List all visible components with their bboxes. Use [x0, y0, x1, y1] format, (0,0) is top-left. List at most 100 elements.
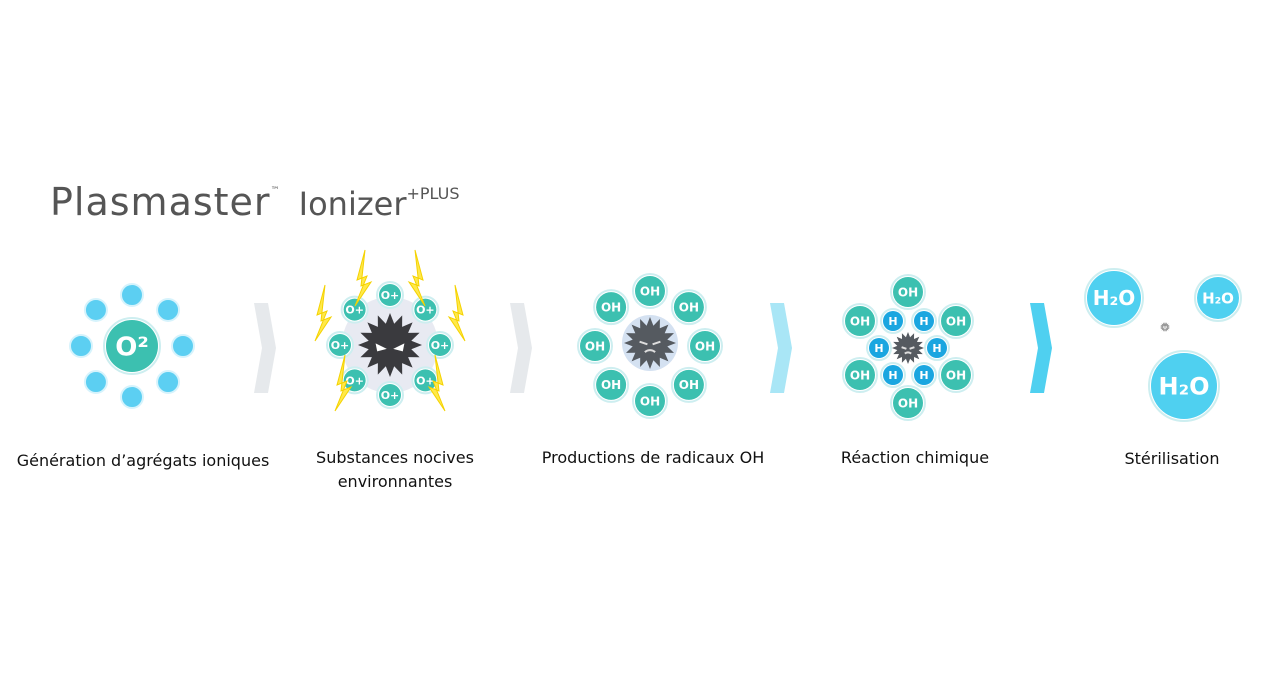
harmful-germ-attacked-icon: O+ O+ O+ O+ O+ O+ O+ O+: [314, 249, 466, 412]
svg-text:H: H: [932, 342, 941, 355]
oh-radical: OH: [632, 273, 668, 309]
brand-name: Plasmaster: [50, 180, 271, 224]
svg-text:H: H: [919, 315, 928, 328]
water-molecules-icon: H₂O H₂O H₂O: [1084, 268, 1242, 422]
svg-text:OH: OH: [601, 300, 621, 314]
germ-fragment-icon: [1160, 322, 1170, 332]
svg-text:OH: OH: [898, 396, 918, 410]
oxygen-ion: O+: [340, 295, 369, 324]
lightning-bolt-icon: [314, 284, 333, 342]
lightning-bolt-icon: [427, 354, 446, 412]
svg-text:H₂O: H₂O: [1202, 289, 1234, 307]
svg-text:OH: OH: [640, 284, 660, 298]
brand-logo: Plasmaster™ Ionizer+PLUS: [50, 180, 460, 224]
oh-radical: OH: [593, 366, 630, 403]
oxygen-ion: O+: [376, 381, 404, 409]
svg-text:OH: OH: [946, 314, 966, 328]
svg-text:OH: OH: [585, 339, 605, 353]
chevron-right-icon: [1030, 303, 1052, 393]
lightning-bolt-icon: [334, 354, 353, 412]
svg-text:O+: O+: [416, 374, 435, 387]
chevron-right-icon: [770, 303, 792, 393]
svg-text:OH: OH: [946, 368, 966, 382]
oh-radical: OH: [842, 303, 878, 339]
svg-text:H: H: [888, 315, 897, 328]
germ-icon: [624, 317, 676, 369]
svg-text:O+: O+: [431, 339, 450, 352]
svg-text:O+: O+: [345, 374, 364, 387]
water-molecule: H₂O: [1084, 268, 1144, 328]
oxygen-ion: O+: [426, 331, 454, 359]
ion-dot: [69, 334, 93, 358]
hydrogen-atom: H: [911, 362, 937, 388]
step-label-1: Génération d’agrégats ioniques: [16, 451, 270, 470]
oh-radical: OH: [670, 289, 707, 326]
svg-text:O²: O²: [115, 332, 149, 362]
step-label-5: Stérilisation: [1124, 449, 1220, 468]
svg-text:O+: O+: [381, 289, 400, 302]
oh-radical: OH: [890, 385, 926, 421]
hydrogen-atom: H: [924, 335, 950, 361]
product-name: Ionizer: [298, 185, 407, 223]
svg-text:OH: OH: [850, 314, 870, 328]
ion-dot: [171, 334, 195, 358]
hydrogen-atom: H: [911, 308, 937, 334]
oxygen-ion: O+: [376, 281, 404, 309]
oh-radical: OH: [670, 366, 707, 403]
svg-text:H₂O: H₂O: [1159, 373, 1210, 401]
chemical-reaction-icon: OH OH OH OH OH OH H H H H H H: [842, 274, 974, 421]
hydrogen-atom: H: [866, 335, 892, 361]
oh-radical: OH: [632, 383, 668, 419]
lightning-bolt-icon: [407, 249, 426, 307]
ion-dot: [120, 283, 144, 307]
svg-text:O+: O+: [331, 339, 350, 352]
oh-radical: OH: [577, 328, 613, 364]
svg-text:H: H: [874, 342, 883, 355]
svg-text:O+: O+: [345, 304, 364, 317]
svg-text:OH: OH: [679, 300, 699, 314]
hydrogen-atom: H: [880, 308, 906, 334]
germ-icon: [892, 332, 924, 364]
svg-text:OH: OH: [695, 339, 715, 353]
oxygen-molecule: O²: [103, 317, 161, 375]
step-label-2-line2: environnantes: [337, 472, 453, 491]
lightning-bolt-icon: [354, 249, 373, 307]
water-molecule: H₂O: [1194, 274, 1242, 322]
oxygen-ion: O+: [326, 331, 354, 359]
svg-text:H: H: [919, 369, 928, 382]
oh-radicals-icon: OH OH OH OH OH OH OH OH: [577, 273, 723, 419]
svg-text:OH: OH: [898, 285, 918, 299]
step-label-4: Réaction chimique: [840, 448, 990, 467]
svg-text:OH: OH: [640, 394, 660, 408]
chevron-right-icon: [254, 303, 276, 393]
oxygen-ion: O+: [411, 295, 440, 324]
ion-dot: [120, 385, 144, 409]
oh-radical: OH: [890, 274, 926, 310]
step-label-2-line1: Substances nocives: [316, 448, 474, 467]
svg-text:OH: OH: [679, 378, 699, 392]
svg-text:H: H: [888, 369, 897, 382]
trademark: ™: [270, 186, 280, 196]
step-label-2: Substances nocives environnantes: [255, 446, 535, 494]
hydrogen-atom: H: [880, 362, 906, 388]
oh-radical: OH: [593, 289, 630, 326]
step-label-3: Productions de radicaux OH: [541, 448, 765, 467]
ion-dot: [156, 297, 181, 322]
germ-icon: [358, 313, 422, 377]
product-suffix: +PLUS: [406, 184, 460, 203]
water-molecule: H₂O: [1148, 350, 1220, 422]
svg-text:OH: OH: [850, 368, 870, 382]
ion-dot: [156, 370, 181, 395]
lightning-bolt-icon: [447, 284, 466, 342]
ion-dot: [83, 370, 108, 395]
oh-radical: OH: [938, 357, 974, 393]
chevron-right-icon: [510, 303, 532, 393]
ion-dot: [83, 297, 108, 322]
oxygen-ion-cluster-icon: O²: [69, 283, 195, 409]
svg-text:OH: OH: [601, 378, 621, 392]
oxygen-ion: O+: [411, 366, 440, 395]
oh-radical: OH: [938, 303, 974, 339]
oh-radical: OH: [687, 328, 723, 364]
oxygen-ion: O+: [340, 366, 369, 395]
